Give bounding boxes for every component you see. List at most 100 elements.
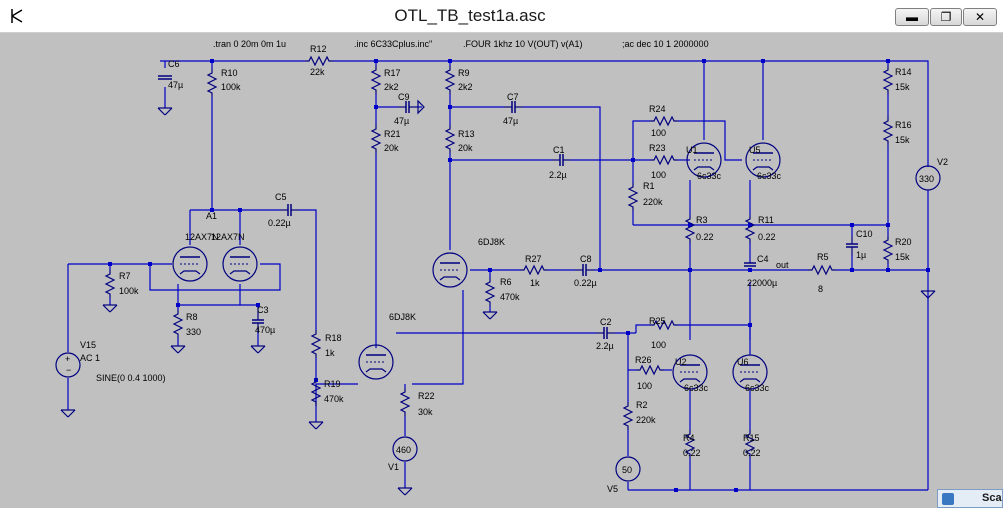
capacitor-c8[interactable]: C8 0.22µ bbox=[574, 254, 597, 288]
r21-value: 20k bbox=[384, 143, 399, 153]
voltage-source-v5[interactable]: 50 V5 bbox=[607, 456, 641, 494]
capacitor-c1[interactable]: C1 2.2µ bbox=[549, 145, 572, 180]
resistor-r13[interactable]: R13 20k bbox=[445, 124, 475, 154]
u2-label: U2 bbox=[675, 357, 687, 367]
app-icon bbox=[942, 493, 954, 505]
tran-directive[interactable]: .tran 0 20m 0m 1u bbox=[213, 39, 286, 49]
12ax7-a-model: 12AX7N bbox=[185, 232, 219, 242]
resistor-r24[interactable]: R24 100 bbox=[649, 104, 679, 138]
maximize-icon: ❐ bbox=[940, 10, 952, 24]
capacitor-c4[interactable]: C4 22000µ bbox=[744, 254, 777, 288]
r2-value: 220k bbox=[636, 415, 656, 425]
tube-6dj8-bottom[interactable]: 6DJ8K bbox=[358, 312, 416, 380]
tube-6dj8-top[interactable]: 6DJ8K bbox=[432, 237, 505, 288]
r7-value: 100k bbox=[119, 286, 139, 296]
tube-u1[interactable]: U1 6c33c bbox=[686, 142, 722, 181]
r13-label: R13 bbox=[458, 129, 475, 139]
r13-value: 20k bbox=[458, 143, 473, 153]
capacitor-c10[interactable]: C10 1µ bbox=[845, 229, 873, 260]
r22-value: 30k bbox=[418, 407, 433, 417]
resistor-r22[interactable]: R22 30k bbox=[400, 387, 435, 417]
r10-label: R10 bbox=[221, 68, 238, 78]
r23-value: 100 bbox=[651, 170, 666, 180]
tube-12ax7-b[interactable]: 12AX7N bbox=[211, 232, 258, 282]
r27-value: 1k bbox=[530, 278, 540, 288]
resistor-r4[interactable]: R4 0.22 bbox=[683, 429, 701, 459]
r6-value: 470k bbox=[500, 292, 520, 302]
resistor-r19[interactable]: R19 470k bbox=[308, 377, 344, 430]
inc-directive[interactable]: .inc 6C33Cplus.inc" bbox=[354, 39, 432, 49]
r9-value: 2k2 bbox=[458, 82, 473, 92]
r3-value: 0.22 bbox=[696, 232, 714, 242]
u6-model: 6c33c bbox=[745, 383, 770, 393]
c7-label: C7 bbox=[507, 92, 519, 102]
resistor-r8[interactable]: R8 330 bbox=[170, 309, 201, 354]
resistor-r5[interactable]: R5 8 bbox=[807, 252, 837, 294]
resistor-r21[interactable]: R21 20k bbox=[371, 124, 401, 154]
capacitor-c5[interactable]: C5 0.22µ bbox=[268, 192, 300, 228]
resistor-r10[interactable]: R10 100k bbox=[207, 68, 241, 98]
c10-label: C10 bbox=[856, 229, 873, 239]
v1-value: 460 bbox=[396, 445, 411, 455]
resistor-r3[interactable]: R3 0.22 bbox=[685, 214, 714, 244]
resistor-r14[interactable]: R14 15k bbox=[883, 65, 912, 95]
capacitor-c9[interactable]: C9 47µ bbox=[394, 92, 425, 126]
out-net-label[interactable]: out bbox=[776, 260, 789, 270]
resistor-r18[interactable]: R18 1k bbox=[311, 329, 342, 359]
close-button[interactable]: ✕ bbox=[963, 8, 997, 26]
resistor-r27[interactable]: R27 1k bbox=[519, 254, 549, 288]
a1-net-label[interactable]: A1 bbox=[206, 211, 217, 221]
r27-label: R27 bbox=[525, 254, 542, 264]
resistor-r2[interactable]: R2 220k bbox=[623, 400, 656, 431]
u1-model: 6c33c bbox=[697, 171, 722, 181]
resistor-r20[interactable]: R20 15k bbox=[883, 235, 912, 265]
c2-value: 2.2µ bbox=[596, 341, 614, 351]
four-directive[interactable]: .FOUR 1khz 10 V(OUT) v(A1) bbox=[463, 39, 583, 49]
resistor-r11[interactable]: R11 0.22 bbox=[745, 214, 776, 244]
resistor-r16[interactable]: R16 15k bbox=[883, 116, 912, 146]
u6-label: U6 bbox=[737, 357, 749, 367]
ltspice-app-icon[interactable] bbox=[8, 6, 28, 26]
r8-value: 330 bbox=[186, 327, 201, 337]
r16-value: 15k bbox=[895, 135, 910, 145]
c9-value: 47µ bbox=[394, 116, 409, 126]
resistor-r6[interactable]: R6 470k bbox=[482, 277, 520, 320]
capacitor-c2[interactable]: C2 2.2µ bbox=[595, 317, 616, 351]
wires bbox=[67, 60, 929, 491]
schematic-canvas[interactable]: + − bbox=[8, 33, 1003, 508]
tube-u5[interactable]: U5 6c33c bbox=[745, 142, 782, 181]
schematic-drawing[interactable]: + − bbox=[8, 33, 1003, 508]
r18-value: 1k bbox=[325, 348, 335, 358]
title-bar: OTL_TB_test1a.asc ▬ ❐ ✕ bbox=[0, 0, 1003, 33]
resistor-r26[interactable]: R26 100 bbox=[635, 355, 665, 391]
c7-value: 47µ bbox=[503, 116, 518, 126]
resistor-r9[interactable]: R9 2k2 bbox=[445, 65, 473, 95]
resistor-r15[interactable]: R15 0.22 bbox=[743, 429, 761, 459]
r12-label: R12 bbox=[310, 44, 327, 54]
r8-label: R8 bbox=[186, 312, 198, 322]
taskbar-button[interactable]: Sca bbox=[937, 489, 1003, 508]
capacitor-c6[interactable]: C6 47µ bbox=[157, 59, 183, 116]
voltage-source-v15[interactable]: V15 AC 1 SINE(0 0.4 1000) bbox=[55, 340, 166, 418]
c5-label: C5 bbox=[275, 192, 287, 202]
resistor-r7[interactable]: R7 100k bbox=[102, 269, 139, 313]
minimize-icon: ▬ bbox=[906, 10, 918, 24]
ac-directive[interactable]: ;ac dec 10 1 2000000 bbox=[622, 39, 709, 49]
voltage-source-v2[interactable]: 330 V2 bbox=[915, 157, 948, 191]
resistor-r1[interactable]: R1 220k bbox=[628, 181, 663, 212]
r1-label: R1 bbox=[643, 181, 655, 191]
tube-u6[interactable]: U6 6c33c bbox=[732, 354, 770, 393]
voltage-source-v1[interactable]: 460 V1 bbox=[388, 436, 418, 496]
resistor-r25[interactable]: R25 100 bbox=[649, 316, 679, 350]
6dj8-top-model: 6DJ8K bbox=[478, 237, 505, 247]
resistor-r23[interactable]: R23 100 bbox=[649, 143, 679, 180]
tube-12ax7-a[interactable]: 12AX7N bbox=[172, 232, 219, 282]
r11-value: 0.22 bbox=[758, 232, 776, 242]
resistor-r17[interactable]: R17 2k2 bbox=[371, 65, 401, 95]
minimize-button[interactable]: ▬ bbox=[895, 8, 929, 26]
maximize-button[interactable]: ❐ bbox=[930, 8, 962, 26]
resistor-r12[interactable]: R12 22k bbox=[304, 44, 334, 77]
capacitor-c3[interactable]: C3 470µ bbox=[250, 305, 275, 354]
tube-u2[interactable]: U2 6c33c bbox=[672, 354, 709, 393]
capacitor-c7[interactable]: C7 47µ bbox=[503, 92, 524, 126]
